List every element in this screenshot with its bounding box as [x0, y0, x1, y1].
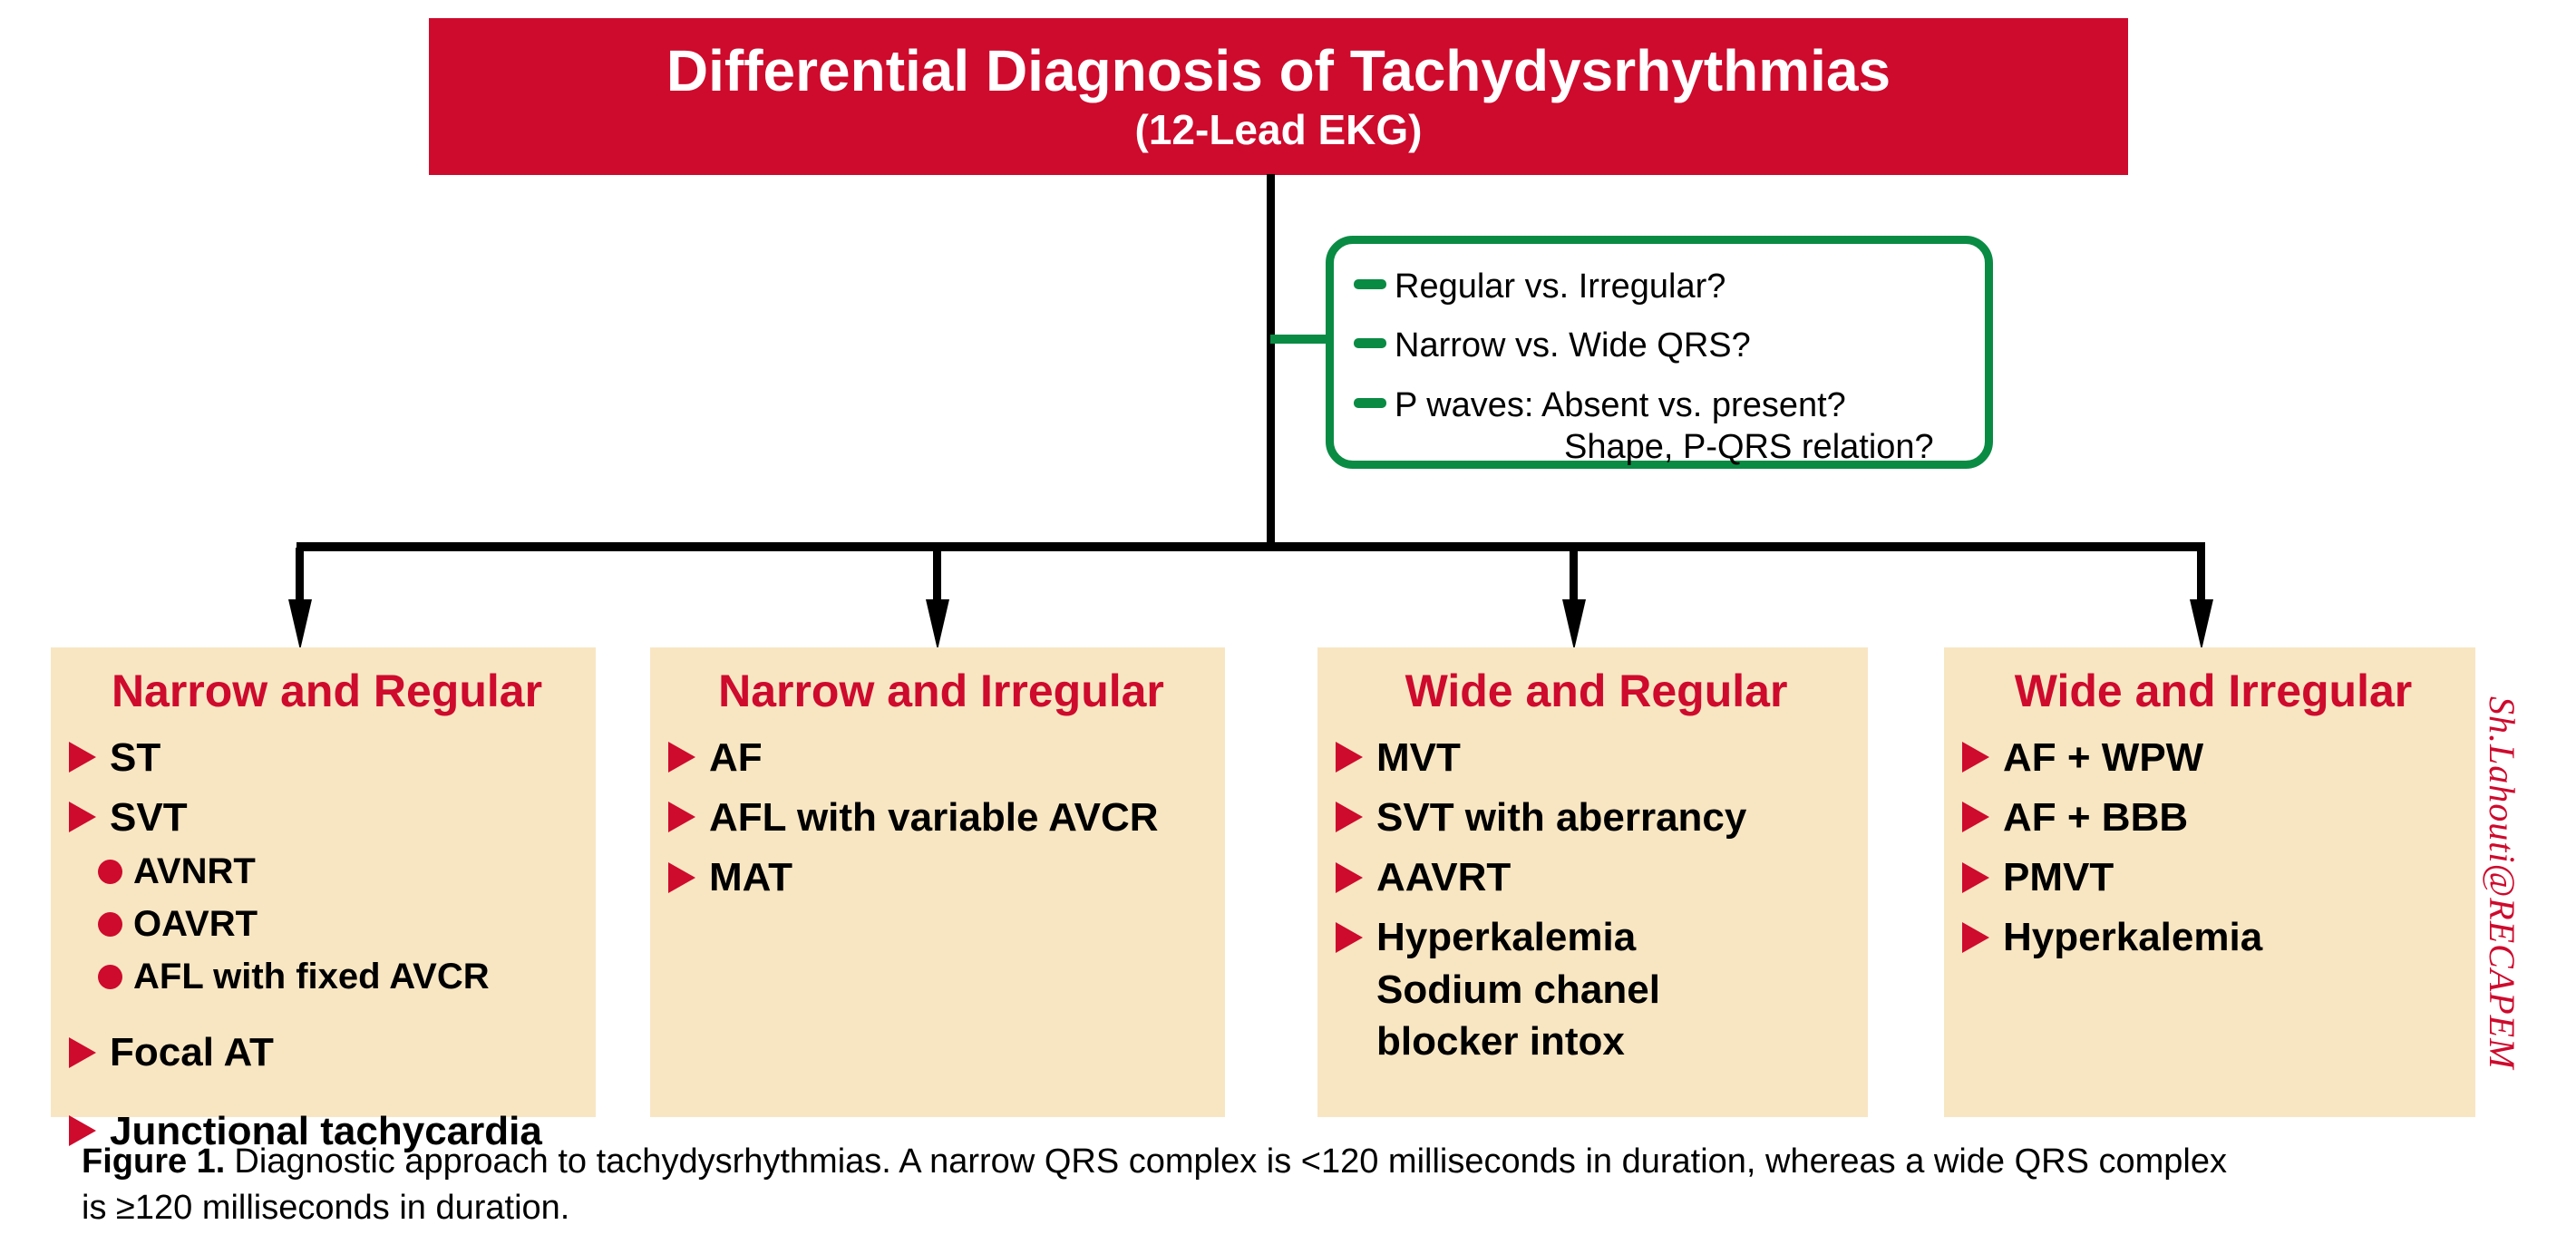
item-row: MVT [1336, 735, 1857, 780]
category-box-wide-irregular: Wide and Irregular AF + WPW AF + BBB PMV… [1944, 647, 2475, 1117]
branch-line-2 [933, 548, 941, 604]
item-text: Hyperkalemia [1376, 915, 1637, 960]
item-text: Hyperkalemia [2003, 915, 2263, 960]
watermark: Sh.Lahouti@RECAPEM [2482, 696, 2523, 1070]
triangle-bullet-icon [1336, 802, 1363, 833]
item-text: PMVT [2003, 855, 2114, 900]
caption-line2: is ≥120 milliseconds in duration. [82, 1188, 570, 1227]
circle-bullet-icon [98, 859, 122, 884]
item-row: SVT [69, 795, 585, 840]
dash-bullet-icon [1354, 279, 1386, 289]
item-text: SVT [110, 794, 188, 840]
category-box-narrow-regular: Narrow and Regular ST SVT AVNRT OAVRT AF… [51, 647, 596, 1153]
triangle-bullet-icon [668, 861, 695, 893]
item-text: Focal AT [110, 1030, 274, 1075]
item-row: AVNRT [98, 851, 585, 892]
item-text: AAVRT [1376, 855, 1512, 900]
figure-caption: Figure 1.Diagnostic approach to tachydys… [82, 1139, 2548, 1230]
item-row: ST [69, 735, 585, 780]
branch-line-1 [296, 548, 304, 604]
item-row: Sodium chanel [1336, 967, 1857, 1012]
item-text: blocker intox [1376, 1018, 1625, 1064]
item-row: Hyperkalemia [1336, 915, 1857, 959]
branch-line-3 [1570, 548, 1578, 604]
branch-line-4 [2197, 548, 2205, 604]
category-header: Narrow and Regular [111, 666, 543, 716]
circle-bullet-icon [98, 964, 122, 989]
item-row: AFL with variable AVCR [668, 795, 1214, 840]
item-row: Hyperkalemia [1962, 915, 2464, 959]
item-row: Junctional tachycardia [69, 1109, 585, 1153]
triangle-bullet-icon [1336, 742, 1363, 773]
item-row: MAT [668, 855, 1214, 899]
triangle-bullet-icon [1962, 861, 1989, 893]
circle-bullet-icon [98, 911, 122, 937]
triangle-bullet-icon [1962, 802, 1989, 833]
item-row: AF + WPW [1962, 735, 2464, 780]
item-text: AF + BBB [2003, 794, 2189, 840]
item-text: SVT with aberrancy [1376, 794, 1747, 840]
triangle-bullet-icon [69, 1037, 96, 1069]
question-text-line1: P waves: Absent vs. present? [1395, 385, 1846, 424]
item-row: AF [668, 735, 1214, 780]
triangle-bullet-icon [668, 742, 695, 773]
question-text: Regular vs. Irregular? [1395, 267, 1726, 306]
item-text: AF [709, 734, 763, 780]
title-main: Differential Diagnosis of Tachydysrhythm… [666, 37, 1891, 103]
triangle-bullet-icon [1336, 921, 1363, 953]
arrowhead-down-icon [1562, 599, 1586, 650]
caption-line1: Diagnostic approach to tachydysrhythmias… [234, 1142, 2228, 1181]
category-header: Wide and Irregular [2014, 666, 2413, 716]
item-text: AFL with fixed AVCR [133, 956, 490, 996]
caption-label: Figure 1. [82, 1142, 226, 1181]
category-box-narrow-irregular: Narrow and Irregular AF AFL with variabl… [650, 647, 1225, 1117]
question-row: Regular vs. Irregular? [1354, 266, 1970, 307]
arrowhead-down-icon [2190, 599, 2213, 650]
item-row: SVT with aberrancy [1336, 795, 1857, 840]
item-row: OAVRT [98, 904, 585, 945]
item-text: MVT [1376, 734, 1461, 780]
question-row: Narrow vs. Wide QRS? [1354, 325, 1970, 366]
item-row: PMVT [1962, 855, 2464, 899]
question-text-line2: Shape, P-QRS relation? [1564, 428, 1934, 467]
item-row: AAVRT [1336, 855, 1857, 899]
dash-bullet-icon [1354, 397, 1386, 408]
title-banner: Differential Diagnosis of Tachydysrhythm… [429, 18, 2128, 175]
item-text: Sodium chanel [1376, 967, 1660, 1012]
item-text: OAVRT [133, 903, 258, 944]
item-text: AVNRT [133, 851, 256, 892]
category-header: Wide and Regular [1405, 666, 1788, 716]
question-text: P waves: Absent vs. present? Shape, P-QR… [1395, 384, 1934, 469]
questions-box: Regular vs. Irregular? Narrow vs. Wide Q… [1326, 236, 1993, 469]
item-row: Focal AT [69, 1030, 585, 1074]
trunk-connector-line [1267, 174, 1275, 548]
questions-connector-line [1270, 335, 1334, 344]
triangle-bullet-icon [69, 1115, 96, 1147]
triangle-bullet-icon [69, 742, 96, 773]
item-text: AF + WPW [2003, 734, 2204, 780]
question-text: Narrow vs. Wide QRS? [1395, 326, 1751, 365]
arrowhead-down-icon [288, 599, 312, 650]
dash-bullet-icon [1354, 338, 1386, 349]
branch-bar [296, 542, 2205, 551]
item-row: blocker intox [1336, 1019, 1857, 1064]
item-row: AF + BBB [1962, 795, 2464, 840]
category-header: Narrow and Irregular [718, 666, 1164, 716]
item-text: Junctional tachycardia [110, 1108, 542, 1153]
triangle-bullet-icon [69, 802, 96, 833]
triangle-bullet-icon [1336, 861, 1363, 893]
triangle-bullet-icon [668, 802, 695, 833]
triangle-bullet-icon [1962, 742, 1989, 773]
title-subtitle: (12-Lead EKG) [1134, 105, 1423, 153]
item-text: ST [110, 734, 161, 780]
item-text: AFL with variable AVCR [709, 794, 1159, 840]
question-row: P waves: Absent vs. present? Shape, P-QR… [1354, 384, 1970, 469]
item-text: MAT [709, 855, 793, 900]
category-box-wide-regular: Wide and Regular MVT SVT with aberrancy … [1317, 647, 1868, 1117]
item-row: AFL with fixed AVCR [98, 957, 585, 997]
triangle-bullet-icon [1962, 921, 1989, 953]
arrowhead-down-icon [926, 599, 949, 650]
